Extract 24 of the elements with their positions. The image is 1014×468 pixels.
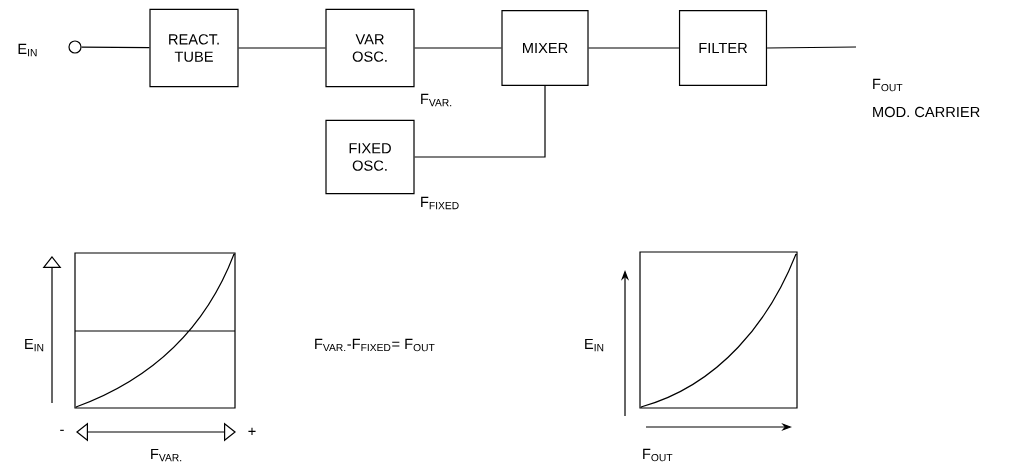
block-box: VAR OSC. (325, 8, 415, 88)
signal-label: F$_{VAR.}$ (421, 93, 452, 107)
connector-line (414, 85, 546, 158)
axis-label: F$_{OUT}$ (643, 448, 673, 462)
signal-label: F$_{FIXED}$ (421, 196, 459, 210)
connector-line (238, 47, 326, 49)
block-box: REACT. TUBE (149, 8, 239, 88)
equation: F$_{VAR.}$-F$_{FIXED}$= F$_{OUT}$ (315, 338, 435, 352)
output-label: MOD. CARRIER (873, 106, 980, 118)
axis-label: F$_{VAR.}$ (151, 448, 182, 462)
connector-line (766, 46, 857, 49)
connector-line (81, 46, 150, 49)
block-box: MIXER (501, 9, 589, 87)
signal-label: E$_{IN}$ (18, 43, 37, 57)
sign-label: + (248, 427, 256, 435)
block-box: FIXED OSC. (325, 119, 415, 195)
signal-label: F$_{OUT}$ (873, 78, 903, 92)
connector-line (414, 47, 502, 49)
block-box: FILTER (678, 9, 768, 87)
connector-line (588, 47, 680, 49)
axis-label: E$_{IN}$ (585, 338, 604, 352)
sign-label: - (60, 429, 64, 431)
axis-label: E$_{IN}$ (25, 338, 44, 352)
input-terminal (68, 40, 82, 54)
